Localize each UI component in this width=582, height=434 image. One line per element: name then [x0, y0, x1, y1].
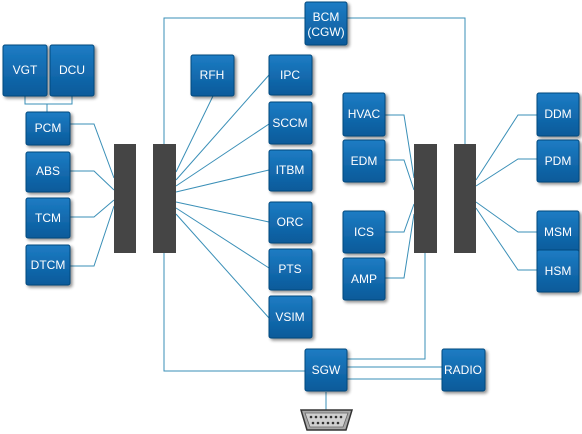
wire-sgw-left-bus [163, 253, 305, 372]
wire-bus-pdm [475, 158, 537, 187]
wire-bus-msm [475, 201, 537, 233]
module-dcu: DCU [49, 44, 95, 97]
module-sgw: SGW [304, 348, 348, 392]
wire-bcm-right [347, 17, 466, 144]
module-rfh-label: RFH [200, 68, 225, 82]
module-dcu-label: DCU [59, 63, 85, 77]
module-amp-label: AMP [351, 272, 377, 286]
module-edm-label: EDM [351, 154, 378, 168]
right-bus-bar-2 [454, 144, 476, 253]
module-pts: PTS [268, 248, 313, 291]
wire-pcm-bus [70, 123, 115, 179]
module-tcm: TCM [25, 197, 71, 239]
module-itbm-label: ITBM [276, 163, 305, 177]
module-vsim-label: VSIM [275, 310, 304, 324]
module-hvac-label: HVAC [348, 107, 381, 121]
module-pdm: PDM [536, 139, 580, 183]
module-hvac: HVAC [342, 92, 386, 137]
wiring [24, 17, 537, 410]
modules: VGT DCU PCM ABS TCM DTCM RFH IPC [2, 1, 580, 392]
module-ddm-label: DDM [544, 107, 571, 121]
wire-amp-bus [385, 213, 415, 279]
wire-dtcm-bus [70, 205, 115, 267]
module-hsm-label: HSM [545, 264, 572, 278]
obd-connector-icon [299, 409, 354, 431]
module-sccm-label: SCCM [272, 116, 307, 130]
wire-bus-rfh [175, 95, 214, 173]
module-bcm-label-line2: (CGW) [307, 25, 344, 39]
module-radio-label: RADIO [444, 363, 482, 377]
right-bus-bar-1 [414, 144, 437, 253]
wire-bus-itbm [175, 169, 270, 193]
wire-ics-bus [385, 203, 415, 233]
module-msm-label: MSM [544, 225, 572, 239]
wire-hvac-bus [385, 114, 415, 179]
wire-abs-bus [70, 170, 115, 191]
left-bus-bar-1 [114, 144, 136, 253]
wire-bus-pts [175, 207, 270, 269]
module-amp: AMP [342, 257, 386, 301]
module-ddm: DDM [536, 92, 580, 137]
module-ipc-label: IPC [280, 68, 300, 82]
module-vgt-label: VGT [13, 63, 38, 77]
module-ics-label: ICS [354, 225, 374, 239]
module-msm: MSM [536, 210, 580, 254]
module-hsm: HSM [536, 249, 580, 293]
module-orc-label: ORC [277, 215, 304, 229]
bus-bars [114, 144, 476, 253]
wire-edm-bus [385, 159, 415, 191]
module-radio: RADIO [441, 348, 486, 392]
module-orc: ORC [268, 201, 313, 244]
module-dtcm: DTCM [25, 244, 71, 286]
module-abs-label: ABS [36, 164, 60, 178]
wire-bus-sccm [175, 123, 270, 187]
module-ipc: IPC [268, 54, 313, 96]
wire-sgw-right-bus [347, 253, 426, 360]
wire-bus-hsm [475, 207, 537, 271]
module-dtcm-label: DTCM [31, 258, 66, 272]
wire-vgt-pcm [24, 96, 48, 112]
module-tcm-label: TCM [35, 211, 61, 225]
wire-tcm-bus [70, 199, 115, 218]
module-abs: ABS [25, 151, 71, 193]
module-sgw-label: SGW [312, 363, 341, 377]
module-pts-label: PTS [278, 262, 301, 276]
wire-bus-orc [175, 201, 270, 223]
wire-bus-ipc [175, 74, 270, 181]
wire-bus-ddm [475, 114, 537, 181]
module-ics: ICS [342, 210, 386, 254]
module-pdm-label: PDM [545, 154, 572, 168]
module-rfh: RFH [190, 54, 235, 97]
wire-dcu-pcm [47, 96, 73, 105]
module-edm: EDM [342, 139, 386, 183]
module-vsim: VSIM [268, 295, 313, 339]
wire-bus-vsim [175, 213, 270, 319]
module-vgt: VGT [2, 44, 48, 97]
module-itbm: ITBM [268, 149, 313, 192]
left-bus-bar-2 [153, 144, 176, 253]
module-bcm: BCM (CGW) [304, 1, 348, 46]
module-pcm-label: PCM [35, 121, 62, 135]
module-pcm: PCM [25, 111, 71, 146]
wire-bcm-left [163, 17, 305, 144]
module-sccm: SCCM [268, 101, 313, 145]
module-bcm-label-line1: BCM [313, 10, 340, 24]
